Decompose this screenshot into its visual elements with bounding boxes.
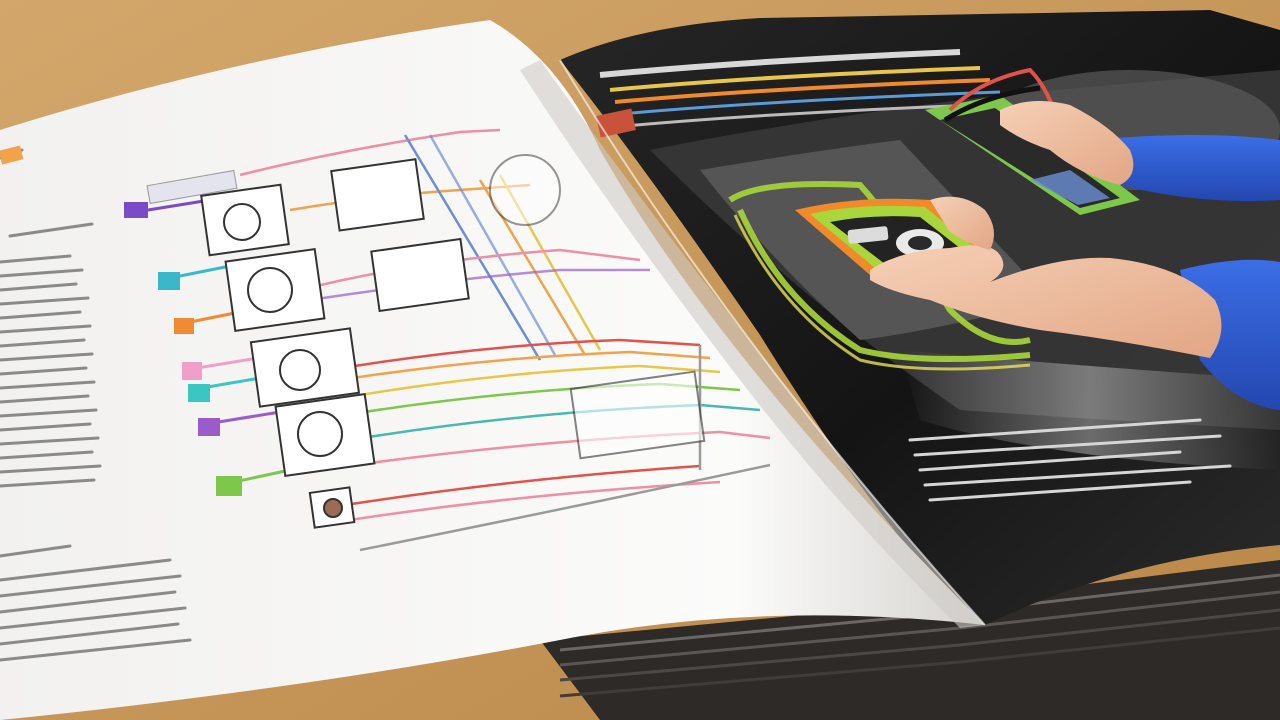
body-text-lines	[0, 148, 192, 662]
lower-hand-icon	[870, 196, 1280, 410]
connector-blocks	[124, 202, 242, 496]
page-edge	[559, 59, 986, 626]
book-block	[540, 560, 1280, 720]
caption-lines	[908, 418, 1232, 502]
header-stripes	[596, 49, 1006, 138]
diagram-components	[200, 154, 706, 529]
wiring-diagram-icon	[124, 128, 771, 552]
upper-hand-icon	[1000, 101, 1280, 201]
corner-tab	[0, 145, 24, 165]
